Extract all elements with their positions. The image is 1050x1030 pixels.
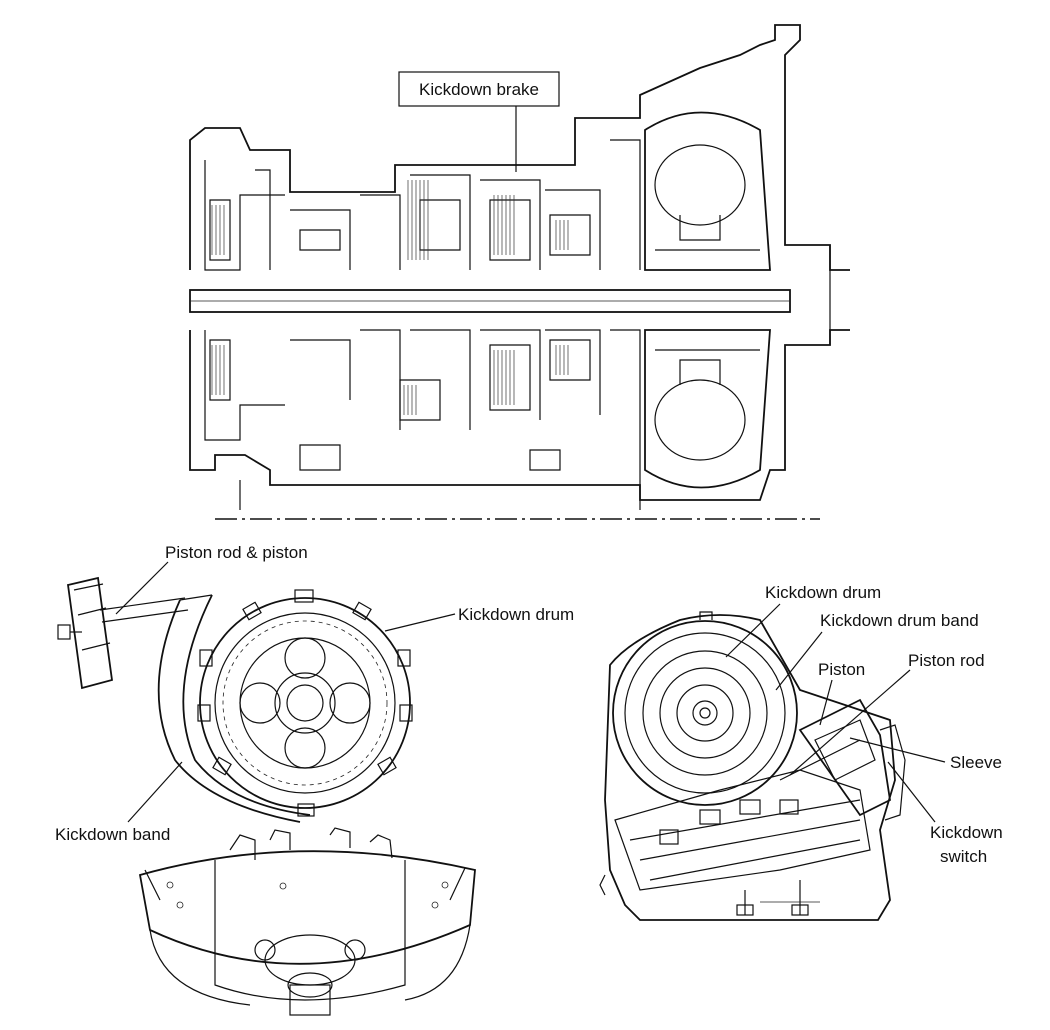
piston-rod-piston-label: Piston rod & piston	[165, 543, 308, 562]
kickdown-brake-callout: Kickdown brake	[398, 71, 560, 172]
kickdown-band-label: Kickdown band	[55, 825, 170, 844]
kickdown-assembly-valve-body	[599, 611, 906, 921]
kickdown-drum-band-label: Kickdown drum band	[820, 611, 979, 630]
piston-assembly	[57, 576, 189, 690]
sleeve-leader	[849, 737, 946, 763]
piston-rod-label: Piston rod	[908, 651, 985, 670]
sleeve-label: Sleeve	[950, 753, 1002, 772]
kickdown-band-leader	[127, 761, 183, 823]
piston-label: Piston	[818, 660, 865, 679]
kickdown-drum-perspective	[138, 827, 476, 1016]
kickdown-switch-label-line1: Kickdown	[930, 823, 1003, 842]
kickdown-drum-left-leader	[384, 613, 456, 632]
kickdown-drum-right-leader	[725, 603, 781, 658]
kickdown-drum-exploded	[57, 576, 476, 1016]
piston-rod-piston-leader	[115, 561, 169, 615]
piston-rod-leader	[789, 669, 911, 776]
kickdown-switch-label-line2: switch	[940, 847, 987, 866]
kickdown-drum-right-label: Kickdown drum	[765, 583, 881, 602]
kickdown-drum-band-leader	[775, 631, 823, 691]
transmission-cross-section	[189, 24, 850, 520]
kickdown-drum-left-label: Kickdown drum	[458, 605, 574, 624]
kickdown-brake-label: Kickdown brake	[419, 80, 539, 99]
piston-leader	[819, 679, 833, 726]
kickdown-switch-leader	[887, 761, 936, 823]
